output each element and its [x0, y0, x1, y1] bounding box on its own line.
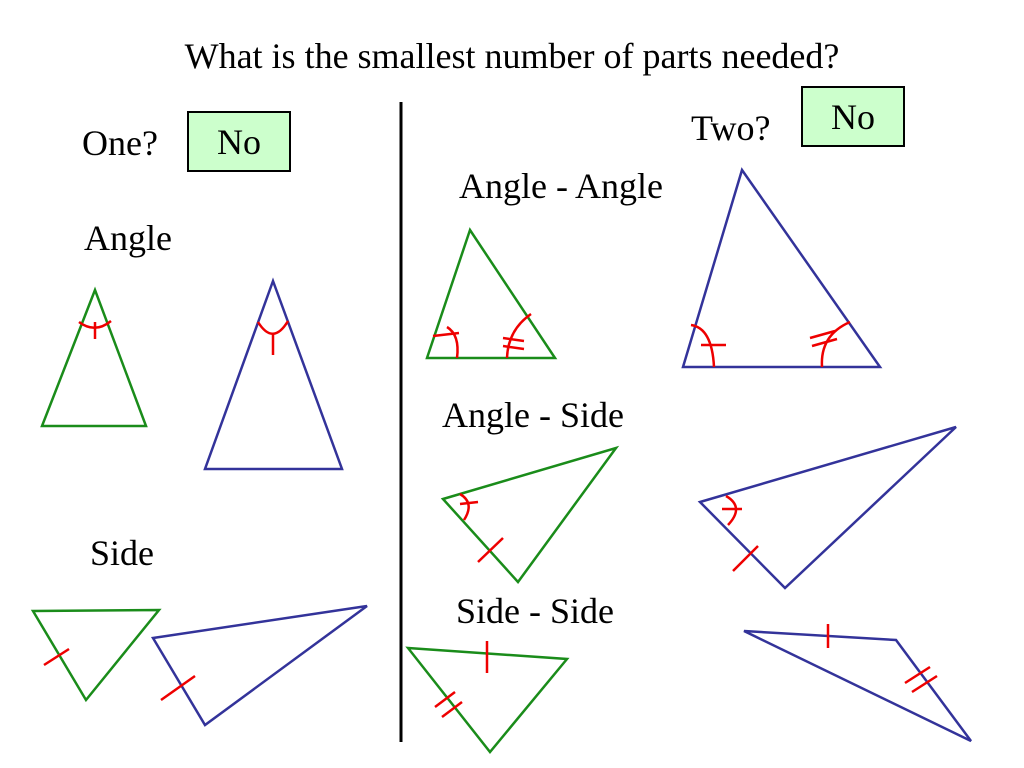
triangle-green-aa — [425, 227, 558, 360]
answer-two-text: No — [831, 96, 875, 137]
aa-figure-green — [425, 227, 558, 360]
triangle-blue-angle — [203, 277, 344, 471]
angle-figure-blue — [203, 277, 344, 471]
triangle-blue-aa — [681, 167, 883, 369]
angle-mark-single — [432, 325, 460, 359]
as-figure-blue — [697, 425, 957, 590]
aa-figure-blue — [681, 167, 883, 369]
as-figure-green — [440, 445, 620, 584]
angle-mark-double — [502, 312, 532, 359]
triangle-blue-as — [697, 425, 957, 590]
ss-figure-blue — [743, 624, 973, 743]
question-two: Two? — [691, 108, 771, 148]
side-tick-double — [904, 665, 938, 694]
side-figure-blue — [150, 604, 368, 727]
angle-mark-double — [809, 320, 851, 368]
ss-figure-green — [405, 641, 570, 754]
answer-box-two: No — [801, 86, 905, 147]
heading-side-side: Side - Side — [456, 591, 614, 631]
side-tick-mark — [477, 537, 504, 563]
heading-angle-angle: Angle - Angle — [459, 166, 663, 206]
triangle-green-as — [440, 445, 620, 584]
slide-title: What is the smallest number of parts nee… — [184, 36, 840, 76]
angle-mark — [722, 494, 742, 526]
angle-mark — [256, 320, 290, 355]
side-tick-mark — [732, 545, 759, 572]
answer-box-one: No — [187, 111, 291, 172]
triangle-blue-ss — [743, 629, 973, 743]
heading-side: Side — [90, 533, 155, 573]
angle-figure-green — [40, 286, 148, 428]
angle-mark-single — [690, 323, 726, 368]
answer-one-text: No — [217, 121, 261, 162]
angle-mark — [459, 492, 479, 521]
heading-angle-side: Angle - Side — [442, 395, 624, 435]
heading-angle: Angle — [84, 218, 172, 258]
side-tick-mark — [43, 647, 70, 667]
triangle-green-angle — [40, 286, 148, 428]
side-tick-double — [434, 691, 463, 718]
question-one: One? — [82, 123, 158, 163]
angle-mark — [78, 320, 112, 339]
triangle-blue-side — [150, 604, 368, 727]
side-tick-mark — [160, 674, 196, 702]
side-figure-green — [30, 608, 162, 703]
triangle-green-side — [30, 608, 162, 703]
